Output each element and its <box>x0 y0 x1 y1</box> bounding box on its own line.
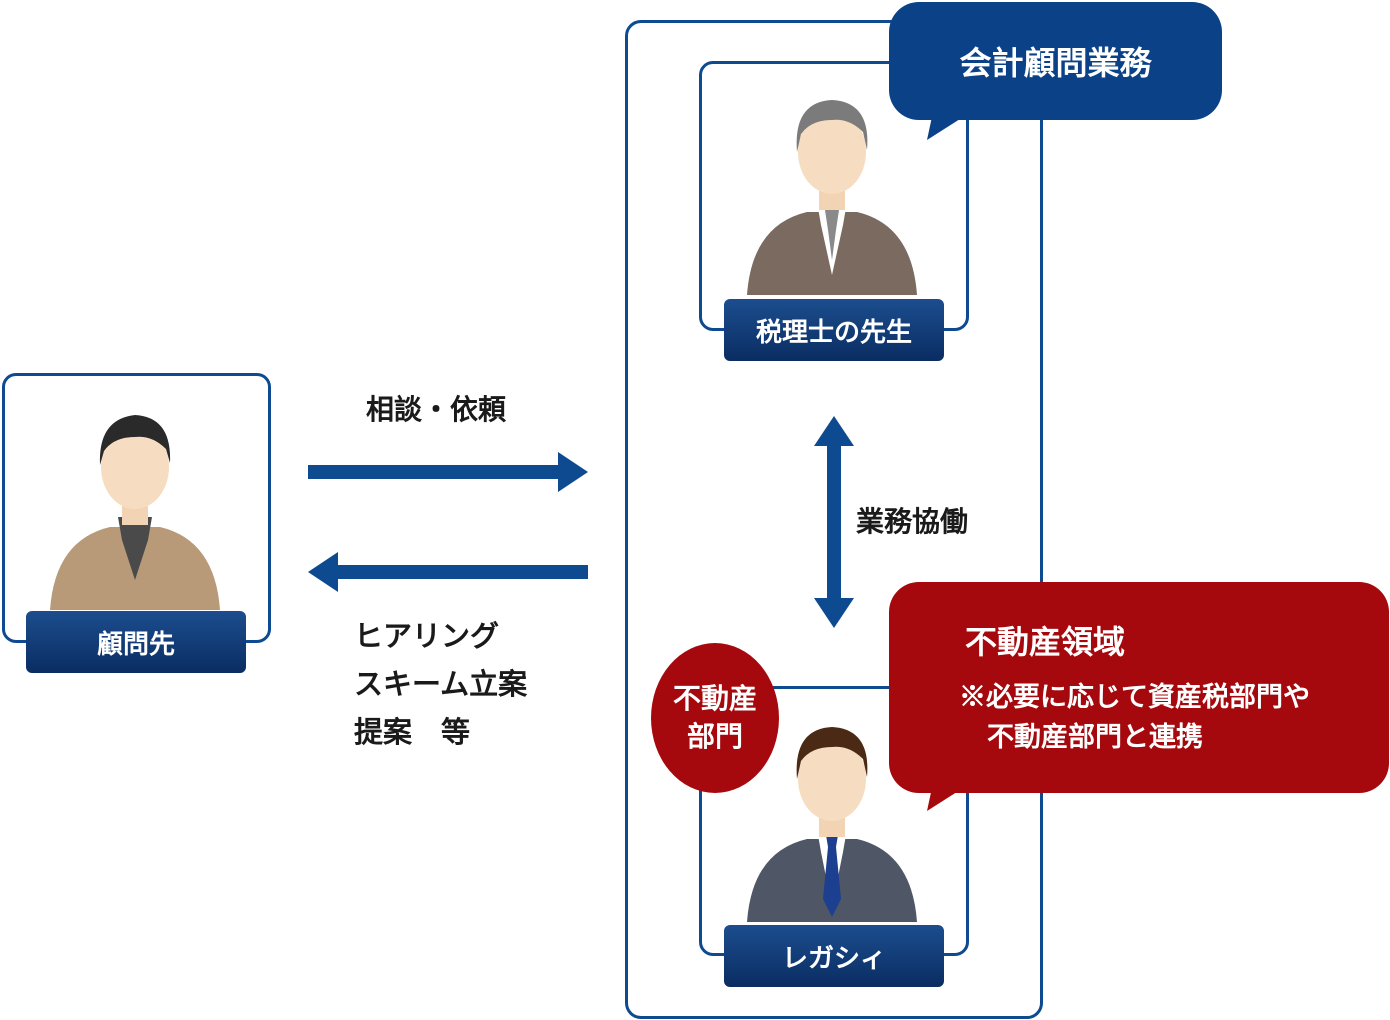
tax-accountant-label: 税理士の先生 <box>724 299 944 361</box>
arrow-left-icon <box>308 552 588 592</box>
accounting-bubble-tail <box>927 112 971 140</box>
hearing-line-1: ヒアリング <box>354 619 500 653</box>
realestate-domain-title: 不動産領域 <box>965 623 1126 661</box>
collaboration-arrow-icon <box>814 416 854 628</box>
arrow-right-icon <box>308 452 588 492</box>
realestate-dept-line-2: 部門 <box>686 720 743 753</box>
collaboration-label: 業務協働 <box>856 505 969 538</box>
consult-request-label: 相談・依頼 <box>366 393 507 426</box>
legacy-label: レガシィ <box>724 925 944 987</box>
realestate-dept-line-1: 不動産 <box>672 682 757 716</box>
realestate-note-line-1: ※必要に応じて資産税部門や <box>959 682 1310 713</box>
accounting-advisory-bubble: 会計顧問業務 <box>889 2 1222 120</box>
realestate-note-line-2: 不動産部門と連携 <box>987 722 1203 753</box>
legacy-person-icon <box>747 727 917 922</box>
accounting-advisory-text: 会計顧問業務 <box>959 44 1152 82</box>
hearing-line-3: 提案 等 <box>354 715 471 749</box>
realestate-bubble-tail <box>927 783 971 811</box>
client-label: 顧問先 <box>26 611 246 673</box>
hearing-line-2: スキーム立案 <box>354 667 528 701</box>
tax-accountant-person-icon <box>747 100 917 295</box>
realestate-dept-circle: 不動産 部門 <box>651 643 779 793</box>
client-person-icon <box>50 415 220 610</box>
realestate-domain-bubble: 不動産領域 ※必要に応じて資産税部門や 不動産部門と連携 <box>889 582 1389 793</box>
